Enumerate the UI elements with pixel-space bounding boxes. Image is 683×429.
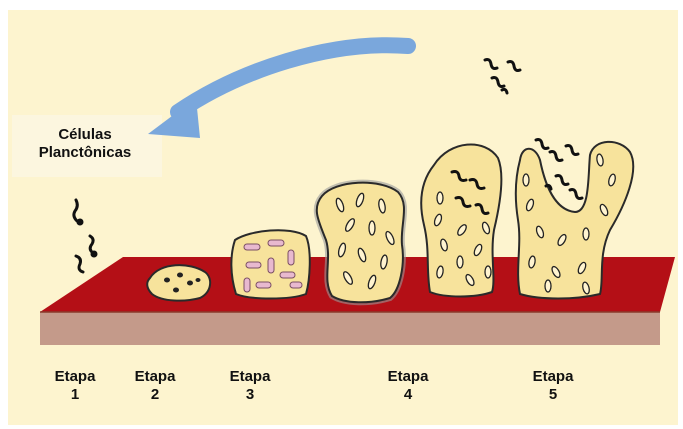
stage-2-blob [147, 265, 210, 301]
stage-1-number: 1 [40, 386, 110, 404]
surface-front [40, 312, 660, 345]
stage-5-word: Etapa [518, 368, 588, 386]
stage-2-label: Etapa 2 [120, 368, 190, 404]
stage-4-label: Etapa 4 [373, 368, 443, 404]
stage-4-colony-large [421, 144, 501, 296]
stage-3-colony [231, 230, 309, 298]
planktonic-cells-label: Células Planctônicas [10, 126, 160, 162]
stage-4-colony-small [317, 183, 404, 303]
stage-4-word: Etapa [373, 368, 443, 386]
stage-2-number: 2 [120, 386, 190, 404]
stage-3-number: 3 [215, 386, 285, 404]
title-line-1: Células [58, 126, 111, 143]
stage-5-label: Etapa 5 [518, 368, 588, 404]
stage-4-number: 4 [373, 386, 443, 404]
stage-3-label: Etapa 3 [215, 368, 285, 404]
stage-2-word: Etapa [120, 368, 190, 386]
stage-1-word: Etapa [40, 368, 110, 386]
title-line-2: Planctônicas [39, 144, 132, 161]
stage-1-label: Etapa 1 [40, 368, 110, 404]
stage-5-number: 5 [518, 386, 588, 404]
stage-3-word: Etapa [215, 368, 285, 386]
